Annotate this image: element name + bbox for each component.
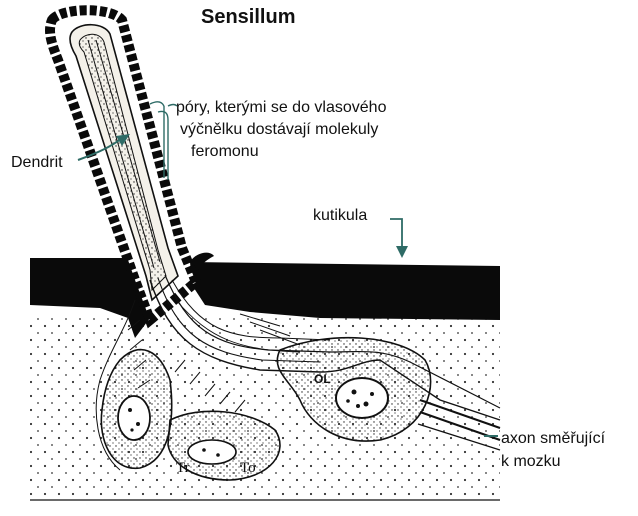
pores-label-line2: výčnělku dostávají molekuly [180, 121, 379, 138]
to-label: To [240, 460, 256, 476]
ol-cell [276, 336, 432, 442]
kutikula-arrow [390, 218, 408, 258]
dendrit-label: Dendrit [11, 154, 63, 171]
hair-shaft [45, 5, 203, 329]
epidermis-tissue [30, 315, 500, 501]
ol-label: OL [314, 372, 331, 386]
kutikula-label: kutikula [313, 207, 368, 224]
pores-label-line1: póry, kterými se do vlasového [176, 99, 387, 116]
tr-cell [100, 348, 173, 469]
axon-label-line2: k mozku [501, 453, 561, 470]
dendrit-arrow [77, 134, 130, 161]
axon-label-line1: axon směřující [501, 430, 606, 447]
diagram-title: Sensillum [201, 6, 296, 28]
to-cell [167, 410, 281, 481]
socket-sheath [95, 299, 301, 471]
pores-label-line3: feromonu [191, 143, 259, 160]
pores-bracket [149, 101, 178, 180]
tr-label: Tr [176, 460, 190, 476]
cuticle-band [30, 252, 500, 338]
